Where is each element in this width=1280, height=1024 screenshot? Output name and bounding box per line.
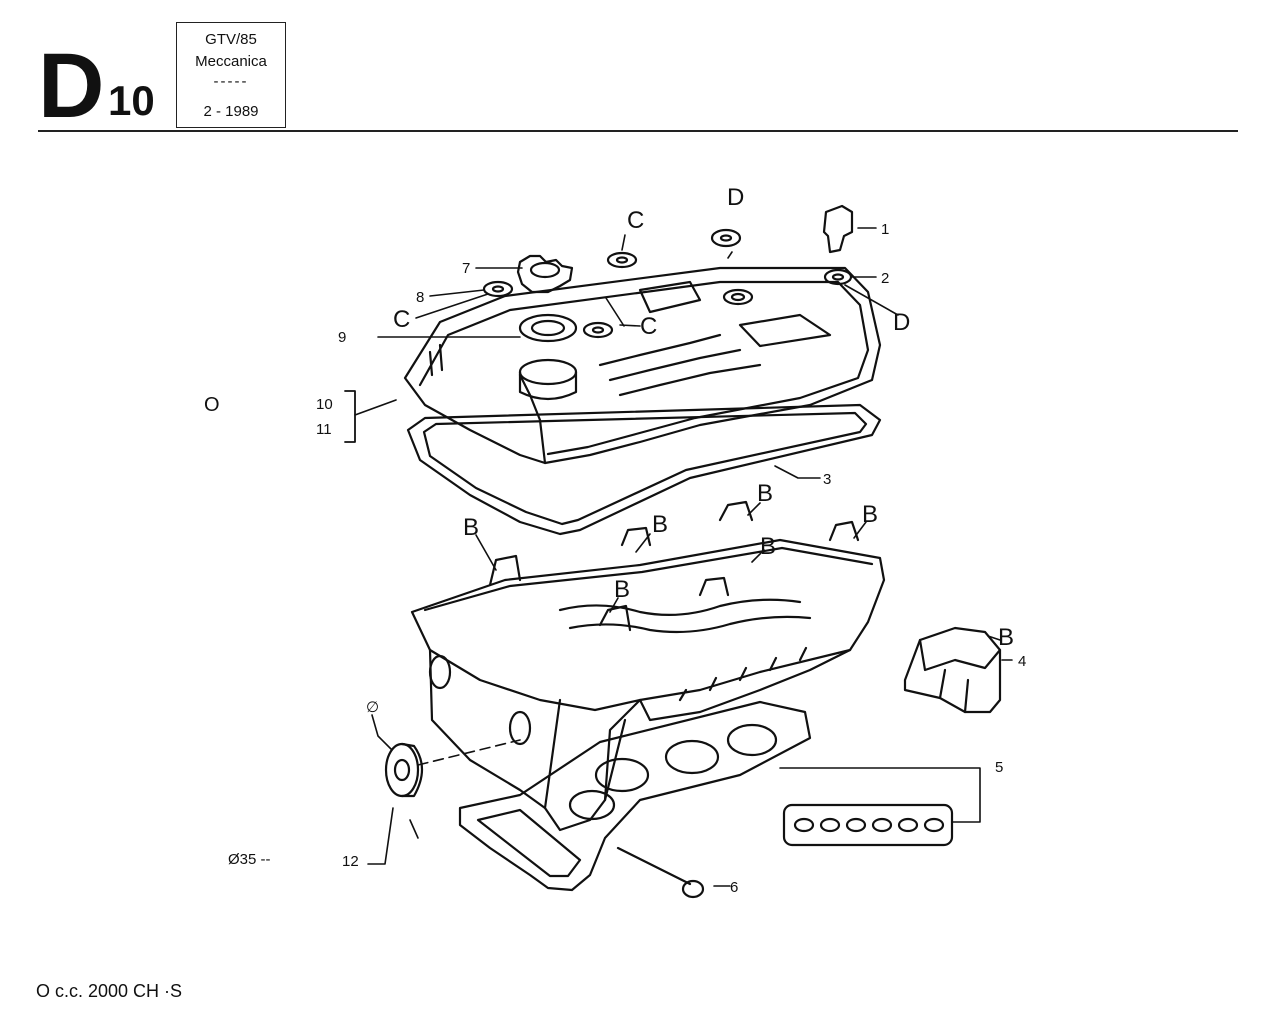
d-washers <box>710 228 853 286</box>
callout-1: 1 <box>881 221 889 238</box>
marker-b-7: B <box>998 624 1014 651</box>
cylinder-head <box>410 500 886 832</box>
callout-9: 9 <box>338 329 346 346</box>
letter-markers: C D D C C B B B B B B B <box>393 184 1014 651</box>
category-name: Meccanica <box>195 53 267 70</box>
marker-d-top: D <box>727 184 744 211</box>
head-gasket <box>458 700 812 892</box>
bracket-10-11 <box>344 390 356 443</box>
oil-filler-cap <box>516 254 574 294</box>
marker-d-right: D <box>893 309 910 336</box>
footer-note: O c.c. 2000 CH ·S <box>36 981 183 1001</box>
marker-c-top: C <box>627 207 644 234</box>
filler-neck <box>518 313 578 343</box>
header-rule <box>38 130 1238 132</box>
callout-12: 12 <box>342 853 359 870</box>
callout-12-diameter-symbol: ∅ <box>366 699 379 716</box>
callout-numbers: 1 2 3 4 5 6 7 8 9 10 11 12 ∅ Ø35 -- <box>228 221 1026 896</box>
callout-5: 5 <box>995 759 1003 776</box>
marker-b-2: B <box>652 511 668 538</box>
callout-8: 8 <box>416 289 424 306</box>
marker-b-6: B <box>614 576 630 603</box>
marker-b-1: B <box>463 514 479 541</box>
callout-10: 10 <box>316 396 333 413</box>
issue-date: 2 - 1989 <box>203 103 259 120</box>
head-nut <box>616 846 705 899</box>
callout-2: 2 <box>881 270 889 287</box>
marker-c-left: C <box>393 306 410 333</box>
valve-cover <box>403 266 882 465</box>
marker-b-4: B <box>862 501 878 528</box>
marker-b-3: B <box>757 480 773 507</box>
seal-strip-kit <box>782 803 954 847</box>
cover-gasket <box>406 403 882 536</box>
callout-3: 3 <box>823 471 831 488</box>
marker-b-5: B <box>760 533 776 560</box>
callout-6: 6 <box>730 879 738 896</box>
diameter-label: Ø35 -- <box>228 851 271 868</box>
marker-c-center: C <box>640 313 657 340</box>
leader-lines <box>354 227 1013 887</box>
cam-plug <box>384 742 424 798</box>
section-letter: D <box>38 35 104 137</box>
bearing-cap <box>903 626 1002 714</box>
callout-4: 4 <box>1018 653 1026 670</box>
callout-7: 7 <box>462 260 470 277</box>
section-number: 10 <box>108 77 155 124</box>
model-info-box: GTV/85 Meccanica ----- 2 - 1989 <box>176 22 286 128</box>
info-separator: ----- <box>213 73 249 90</box>
c-washers <box>482 251 754 339</box>
sensor-plug <box>822 204 854 254</box>
callout-11: 11 <box>316 421 332 438</box>
side-marker: O <box>204 394 220 416</box>
model-name: GTV/85 <box>205 31 257 48</box>
